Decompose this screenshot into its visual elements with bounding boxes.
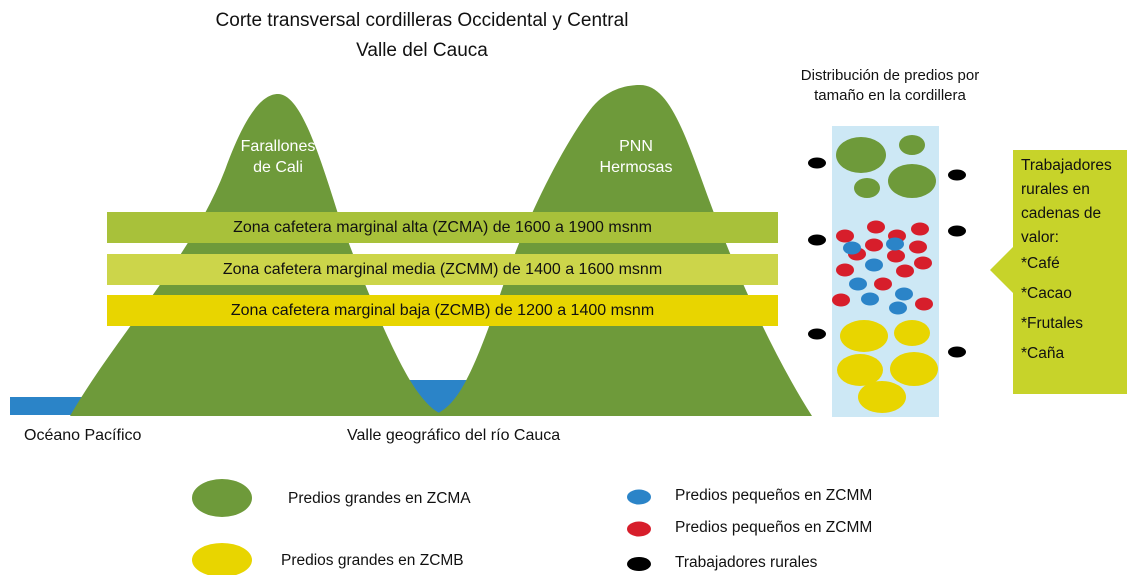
valley-label: Valle geográfico del río Cauca	[347, 427, 561, 444]
zone-label-zcma: Zona cafetera marginal alta (ZCMA) de 16…	[233, 218, 652, 236]
plot-small-zcmm-red	[887, 249, 905, 263]
legend-swatches-left	[192, 479, 252, 575]
callout-item-frutales: *Frutales	[1021, 315, 1084, 333]
plot-small-zcmm-blue	[843, 241, 861, 255]
pacific-ocean-water	[10, 397, 85, 415]
plot-large-zcmb	[840, 320, 888, 352]
plot-small-zcmm-blue	[895, 287, 913, 301]
plot-large-zcmb	[890, 352, 938, 386]
worker-dot	[948, 225, 966, 237]
title-line-2: Valle del Cauca	[356, 40, 488, 61]
plot-small-zcmm-red	[832, 293, 850, 307]
plot-small-zcmm-blue	[865, 258, 883, 272]
legend-swatch-large-zcmb	[192, 543, 252, 575]
worker-dot	[808, 328, 826, 340]
plot-small-zcmm-red	[867, 220, 885, 234]
plot-large-zcmb	[894, 320, 930, 346]
plot-small-zcmm-blue	[889, 301, 907, 315]
distribution-title: Distribución de predios por tamaño en la…	[775, 66, 1005, 107]
worker-dot	[948, 346, 966, 358]
legend-swatch-workers	[627, 557, 651, 571]
plot-small-zcmm-blue	[849, 277, 867, 291]
plot-large-zcma	[899, 135, 925, 155]
callout-heading-line-3: cadenas de	[1021, 205, 1102, 223]
peak-west-line-1: Farallones	[240, 138, 316, 155]
plot-small-zcmm-red	[836, 263, 854, 277]
callout-pointer	[990, 244, 1016, 296]
distribution-title-line-1: Distribución de predios por	[800, 67, 980, 84]
legend-swatch-small-red	[627, 521, 651, 537]
legend-swatch-large-zcma	[192, 479, 252, 517]
plot-small-zcmm-red	[874, 277, 892, 291]
plot-large-zcmb	[837, 354, 883, 386]
plot-small-zcmm-red	[915, 297, 933, 311]
peak-label-farallones: Farallones de Cali	[228, 137, 328, 179]
worker-dot	[808, 157, 826, 169]
callout-item-cacao: *Cacao	[1021, 285, 1072, 303]
diagram-title: Corte transversal cordilleras Occidental…	[122, 10, 722, 62]
plot-large-zcma	[836, 137, 886, 173]
legend-swatch-small-blue	[627, 489, 651, 505]
plot-small-zcmm-red	[896, 264, 914, 278]
ocean-label: Océano Pacífico	[24, 427, 142, 444]
legend-label-workers: Trabajadores rurales	[675, 554, 818, 571]
callout-heading-line-1: Trabajadores	[1021, 157, 1112, 174]
zone-label-zcmb: Zona cafetera marginal baja (ZCMB) de 12…	[230, 301, 655, 319]
plot-large-zcma	[888, 164, 936, 198]
plot-large-zcma	[854, 178, 880, 198]
plot-small-zcmm-red	[909, 240, 927, 254]
zone-label-zcmm: Zona cafetera marginal media (ZCMM) de 1…	[222, 260, 663, 278]
workers-callout: Trabajadores rurales en cadenas de valor…	[1013, 150, 1127, 394]
distribution-title-line-2: tamaño en la cordillera	[814, 87, 966, 105]
callout-item-cafe: *Café	[1021, 255, 1060, 273]
peak-west-line-2: de Cali	[253, 158, 303, 176]
callout-item-cana: *Caña	[1021, 345, 1065, 363]
zone-band-zcma: Zona cafetera marginal alta (ZCMA) de 16…	[107, 212, 778, 243]
plot-small-zcmm-red	[911, 222, 929, 236]
zone-band-zcmb: Zona cafetera marginal baja (ZCMB) de 12…	[107, 295, 778, 326]
legend-label-large-zcma: Predios grandes en ZCMA	[288, 490, 471, 507]
zone-band-zcmm: Zona cafetera marginal media (ZCMM) de 1…	[107, 254, 778, 285]
title-line-1: Corte transversal cordilleras Occidental…	[215, 10, 629, 31]
peak-east-line-2: Hermosas	[599, 158, 673, 176]
plot-small-zcmm-blue	[886, 237, 904, 251]
plot-small-zcmm-red	[914, 256, 932, 270]
plot-large-zcmb	[858, 381, 906, 413]
distribution-panel-graphic	[808, 126, 966, 417]
plot-small-zcmm-red	[836, 229, 854, 243]
callout-heading-line-2: rurales en	[1021, 181, 1090, 199]
worker-dot	[948, 169, 966, 181]
plot-small-zcmm-blue	[861, 292, 879, 306]
hermosas-mountain	[430, 85, 812, 416]
legend-label-small-red: Predios pequeños en ZCMM	[675, 519, 873, 536]
legend-label-large-zcmb: Predios grandes en ZCMB	[281, 552, 464, 569]
peak-east-line-1: PNN	[619, 138, 653, 155]
legend-label-small-blue: Predios pequeños en ZCMM	[675, 487, 873, 504]
worker-dot	[808, 234, 826, 246]
callout-heading-line-4: valor:	[1021, 229, 1059, 247]
legend-swatches-right	[627, 489, 651, 571]
peak-label-hermosas: PNN Hermosas	[586, 137, 686, 179]
plot-small-zcmm-red	[865, 238, 883, 252]
